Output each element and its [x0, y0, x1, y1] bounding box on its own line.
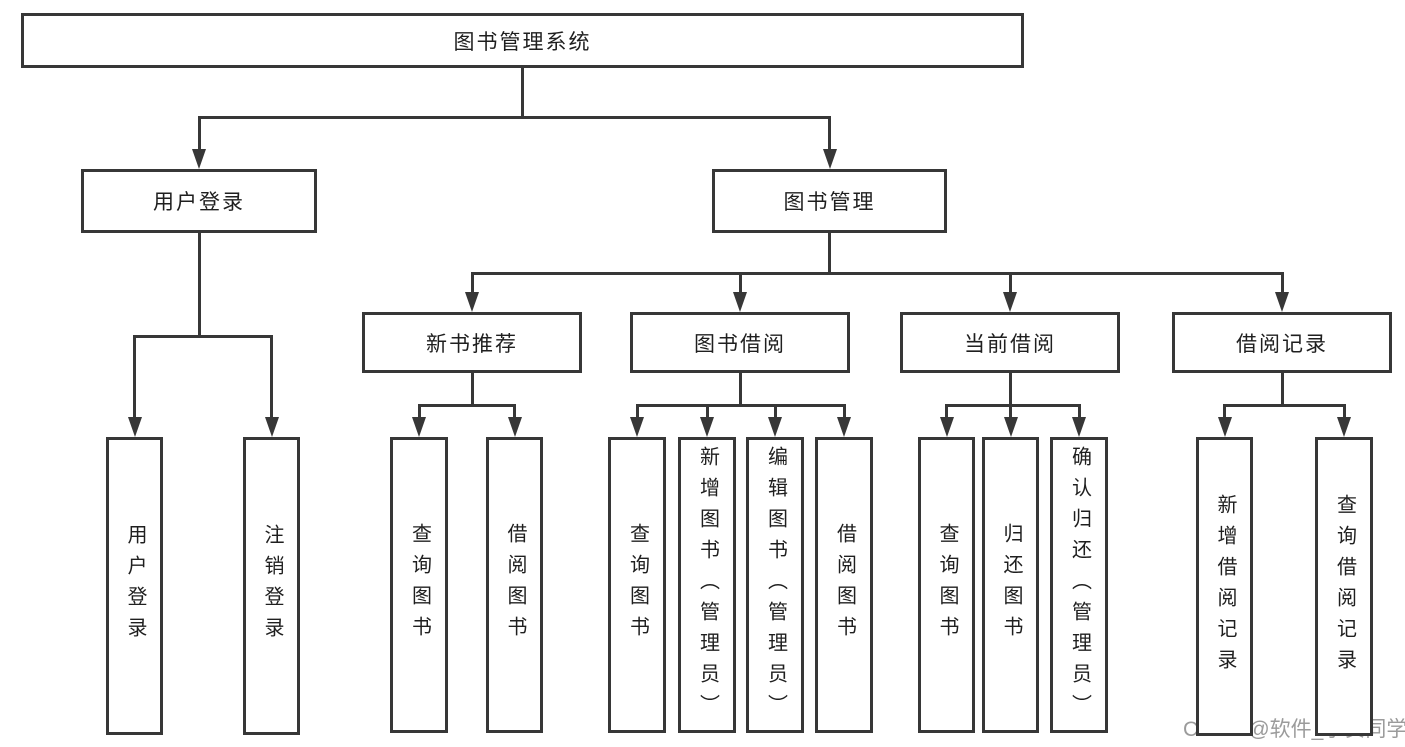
- node-label-borrow-records: 借阅记录: [1236, 332, 1328, 356]
- node-label-book-borrow: 图书借阅: [694, 332, 786, 356]
- node-book-borrow: 图书借阅: [630, 312, 850, 373]
- connector-stem-root: [521, 66, 524, 119]
- connector-drop-leaf-cb-confirm: [1077, 403, 1081, 422]
- arrowhead-leaf-cb-return: [1003, 417, 1018, 437]
- node-leaf-br-query: 查询借阅记录: [1315, 437, 1373, 736]
- node-current-borrow: 当前借阅: [900, 312, 1120, 373]
- arrowhead-leaf-bb-borrow: [837, 417, 851, 437]
- connector-drop-leaf-nbr-borrow: [513, 403, 516, 422]
- arrowhead-current-borrow: [1003, 292, 1017, 312]
- connector-drop-leaf-br-add: [1223, 403, 1226, 422]
- node-label-leaf-bb-add: 新增图书（管理员）: [696, 445, 719, 725]
- node-label-leaf-bb-query: 查询图书: [626, 523, 649, 647]
- connector-drop-leaf-bb-edit: [773, 403, 777, 422]
- arrowhead-leaf-logout: [264, 417, 279, 437]
- node-label-user-login: 用户登录: [153, 191, 245, 214]
- connector-bus-current-borrow: [945, 403, 1081, 407]
- node-user-login: 用户登录: [81, 169, 317, 233]
- connector-drop-leaf-cb-query: [945, 403, 948, 422]
- node-label-leaf-bb-edit: 编辑图书（管理员）: [764, 445, 787, 725]
- connector-drop-user-login: [197, 115, 201, 154]
- node-label-book-mgmt: 图书管理: [783, 191, 876, 214]
- arrowhead-leaf-nbr-query: [412, 417, 426, 437]
- connector-drop-leaf-bb-add: [705, 403, 709, 422]
- connector-stem-borrow-records: [1280, 371, 1284, 407]
- connector-bus-root: [197, 115, 831, 119]
- connector-stem-book-mgmt: [828, 231, 831, 275]
- node-label-leaf-cb-confirm: 确认归还（管理员）: [1068, 445, 1091, 725]
- connector-stem-new-book-rec: [470, 371, 474, 407]
- connector-bus-new-book-rec: [417, 403, 516, 407]
- connector-drop-leaf-bb-query: [635, 403, 639, 422]
- arrowhead-leaf-nbr-borrow: [507, 417, 522, 437]
- node-root: 图书管理系统: [21, 13, 1024, 68]
- arrowhead-leaf-bb-query: [630, 417, 644, 437]
- arrowhead-book-mgmt: [822, 149, 837, 169]
- arrowhead-borrow-records: [1275, 292, 1289, 312]
- connector-drop-book-mgmt: [828, 115, 831, 154]
- node-leaf-nbr-borrow: 借阅图书: [486, 437, 543, 733]
- arrowhead-leaf-cb-query: [939, 417, 954, 437]
- connector-bus-user-login: [133, 334, 273, 338]
- connector-bus-book-borrow: [635, 403, 846, 407]
- connector-drop-new-book-rec: [470, 271, 474, 297]
- connector-drop-book-borrow: [738, 271, 742, 297]
- node-label-leaf-logout: 注销登录: [261, 524, 283, 648]
- connector-stem-current-borrow: [1008, 371, 1012, 407]
- arrowhead-leaf-br-add: [1217, 417, 1232, 437]
- connector-drop-leaf-user-login: [133, 334, 136, 422]
- connector-stem-user-login: [197, 231, 201, 338]
- node-book-mgmt: 图书管理: [712, 169, 947, 233]
- node-leaf-nbr-query: 查询图书: [390, 437, 448, 733]
- node-leaf-user-login: 用户登录: [106, 437, 163, 735]
- connector-drop-leaf-cb-return: [1009, 403, 1012, 422]
- node-leaf-bb-query: 查询图书: [608, 437, 666, 733]
- node-label-leaf-nbr-borrow: 借阅图书: [504, 523, 526, 647]
- connector-drop-leaf-logout: [270, 334, 273, 422]
- node-label-leaf-bb-borrow: 借阅图书: [833, 523, 856, 647]
- connector-stem-book-borrow: [738, 371, 742, 407]
- node-label-root: 图书管理系统: [453, 30, 592, 54]
- node-leaf-cb-query: 查询图书: [918, 437, 975, 733]
- connector-drop-leaf-bb-borrow: [842, 403, 846, 422]
- node-label-leaf-nbr-query: 查询图书: [408, 523, 431, 647]
- node-label-leaf-br-add: 新增借阅记录: [1214, 493, 1236, 680]
- node-leaf-br-add: 新增借阅记录: [1196, 437, 1253, 736]
- node-label-leaf-br-query: 查询借阅记录: [1333, 493, 1356, 680]
- node-label-new-book-rec: 新书推荐: [426, 332, 518, 356]
- connector-drop-borrow-records: [1280, 271, 1284, 297]
- node-label-leaf-cb-return: 归还图书: [1000, 523, 1022, 647]
- connector-bus-book-mgmt: [470, 271, 1284, 275]
- node-leaf-bb-borrow: 借阅图书: [815, 437, 873, 733]
- connector-drop-current-borrow: [1008, 271, 1012, 297]
- node-label-leaf-user-login: 用户登录: [124, 524, 146, 648]
- node-label-leaf-cb-query: 查询图书: [936, 523, 958, 647]
- node-leaf-bb-edit: 编辑图书（管理员）: [746, 437, 804, 733]
- arrowhead-user-login: [192, 149, 206, 169]
- arrowhead-leaf-br-query: [1337, 417, 1351, 437]
- arrowhead-leaf-cb-confirm: [1072, 417, 1086, 437]
- arrowhead-leaf-user-login: [127, 417, 142, 437]
- connector-bus-borrow-records: [1223, 403, 1346, 407]
- node-leaf-cb-return: 归还图书: [982, 437, 1039, 733]
- node-leaf-logout: 注销登录: [243, 437, 300, 735]
- node-leaf-bb-add: 新增图书（管理员）: [678, 437, 736, 733]
- connector-drop-leaf-nbr-query: [417, 403, 421, 422]
- arrowhead-new-book-rec: [465, 292, 479, 312]
- node-new-book-rec: 新书推荐: [362, 312, 582, 373]
- arrowhead-leaf-bb-edit: [768, 417, 782, 437]
- node-label-current-borrow: 当前借阅: [964, 332, 1056, 356]
- arrowhead-book-borrow: [733, 292, 747, 312]
- arrowhead-leaf-bb-add: [700, 417, 714, 437]
- connector-drop-leaf-br-query: [1342, 403, 1346, 422]
- node-borrow-records: 借阅记录: [1172, 312, 1392, 373]
- node-leaf-cb-confirm: 确认归还（管理员）: [1050, 437, 1108, 733]
